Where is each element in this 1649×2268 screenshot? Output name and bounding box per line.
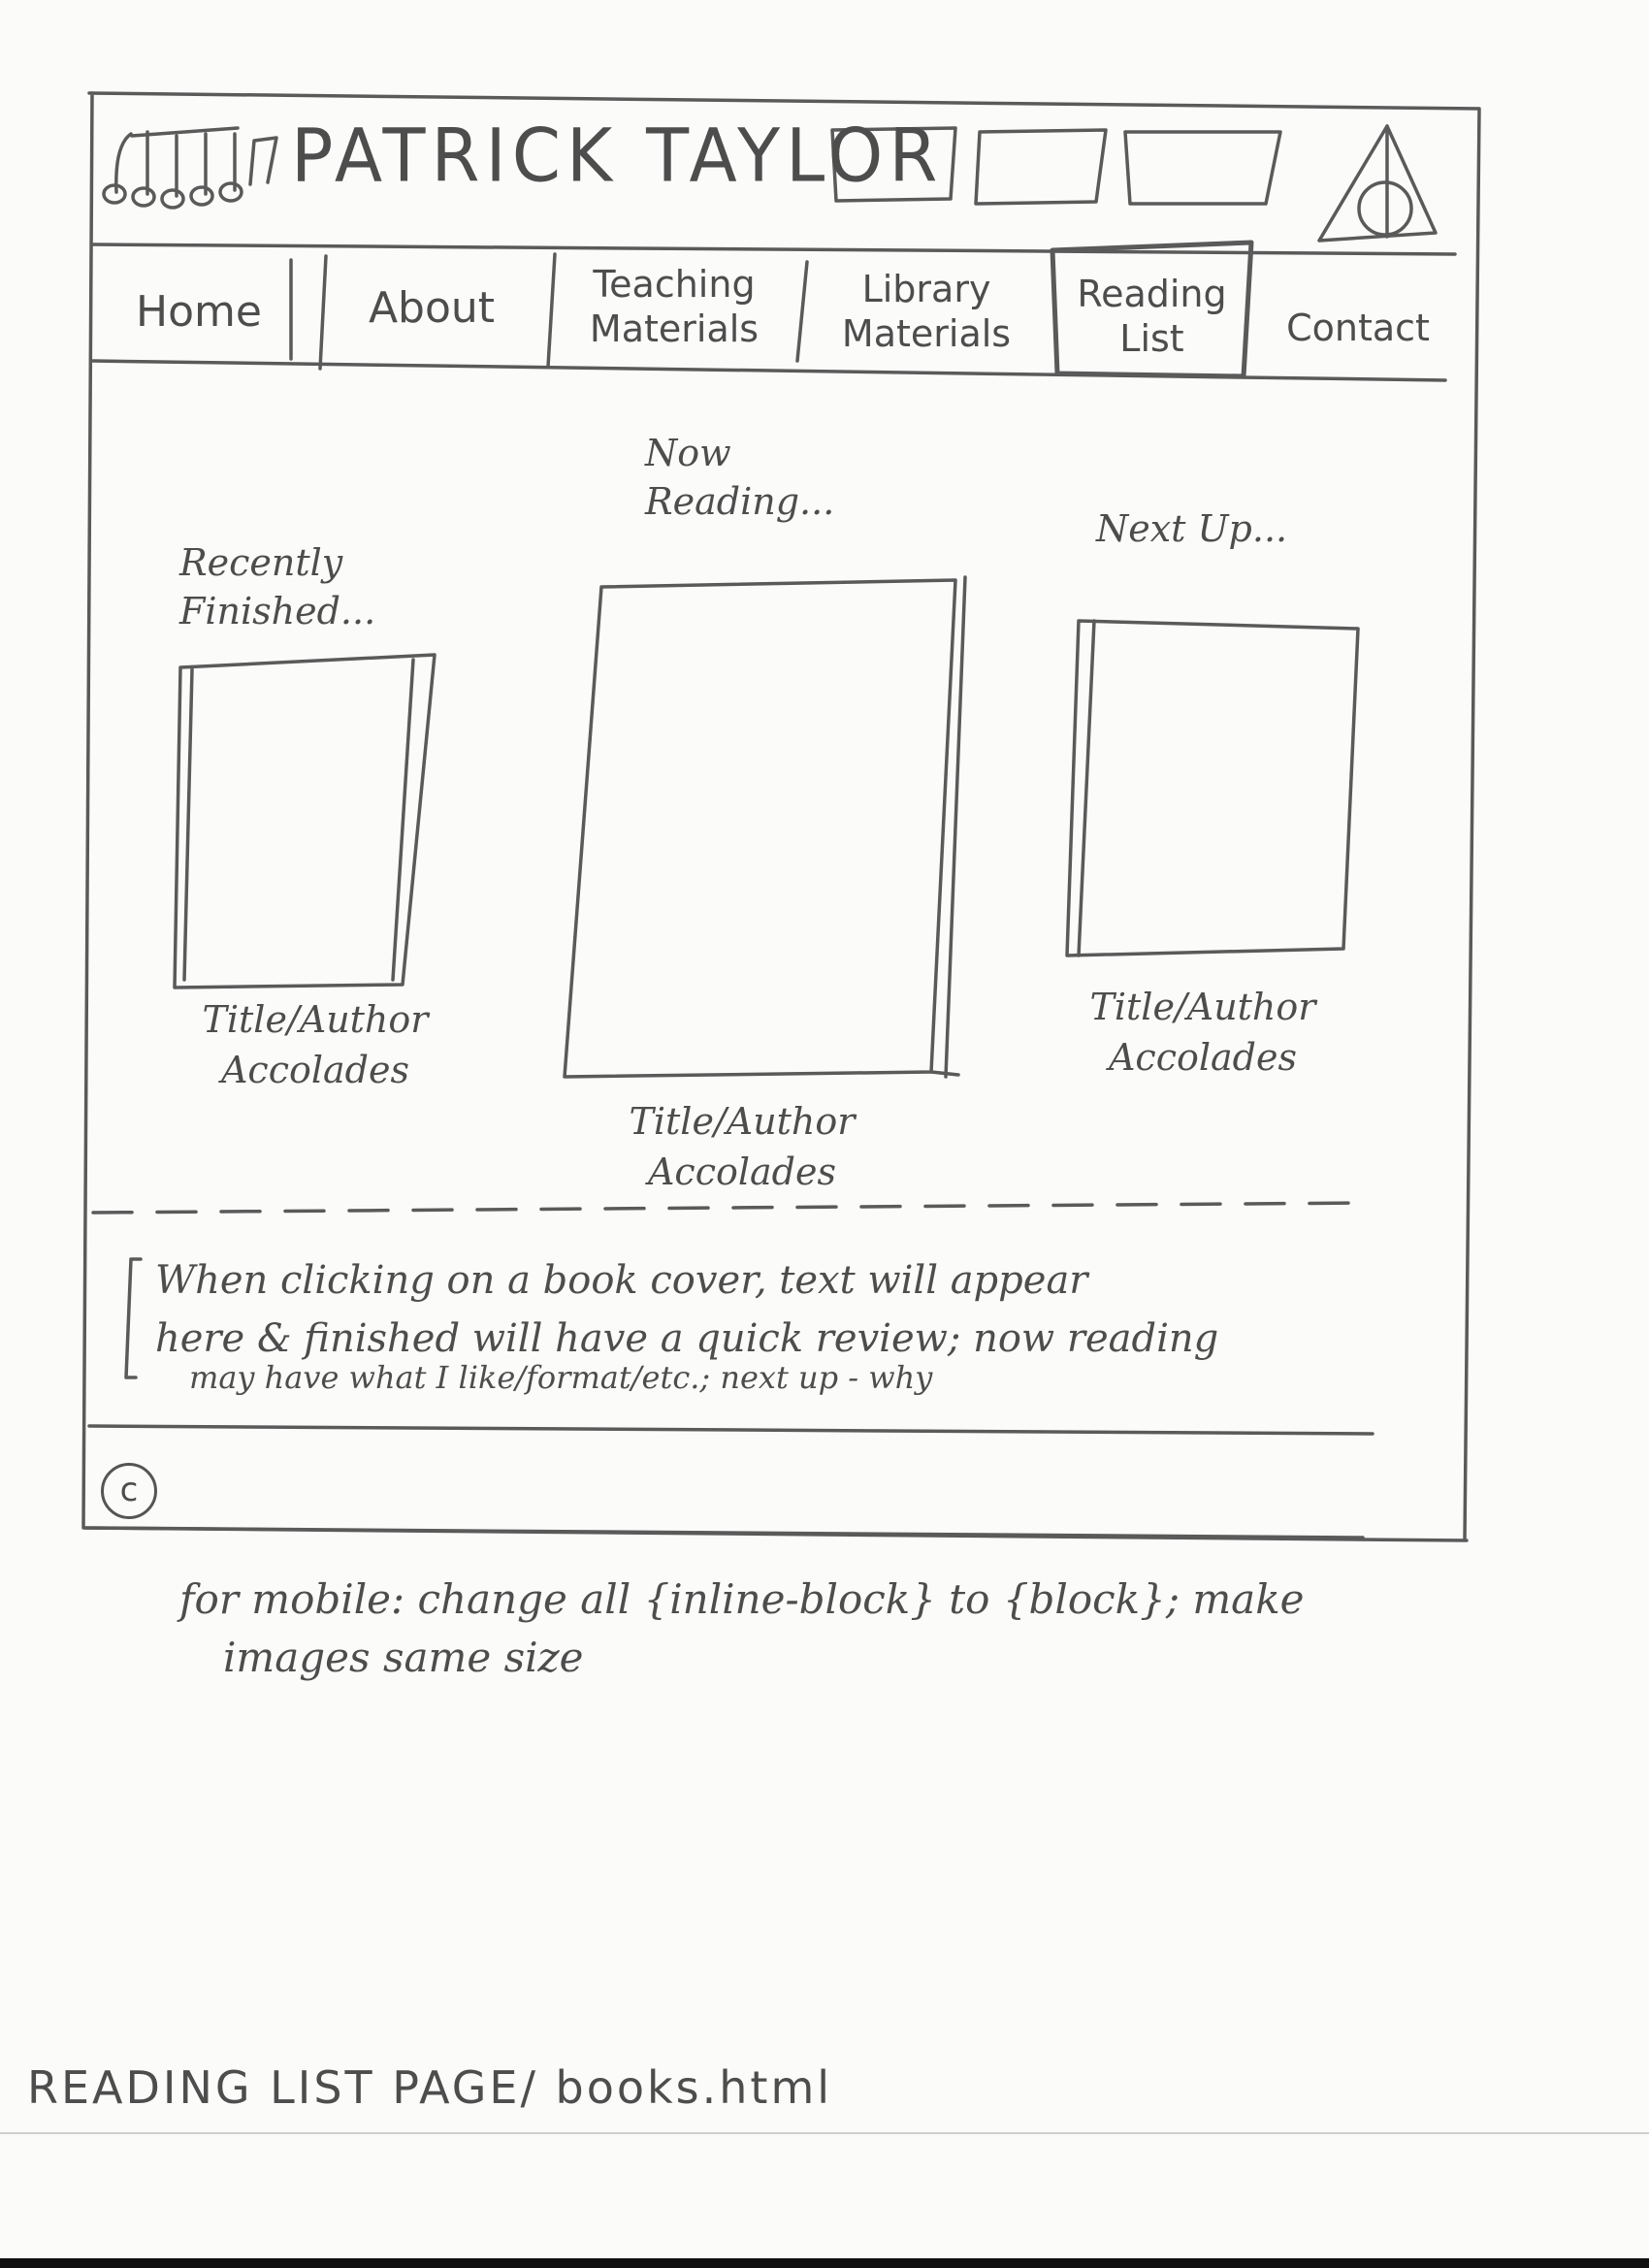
next-up-label: Next Up... (1096, 507, 1288, 550)
header-box-2[interactable] (980, 132, 1098, 202)
recently-finished-caption: Title/Author Accolades (202, 998, 429, 1091)
now-reading-caption: Title/Author Accolades (629, 1100, 856, 1193)
review-text-line-1: When clicking on a book cover, text will… (155, 1258, 1088, 1303)
mobile-note-line-1: for mobile: change all {inline-block} to… (179, 1575, 1305, 1623)
nav-contact[interactable]: Contact (1286, 307, 1430, 349)
site-title[interactable]: PATRICK TAYLOR (291, 112, 944, 199)
next-up-caption: Title/Author Accolades (1089, 986, 1316, 1079)
nav-reading-list[interactable]: Reading List (1077, 273, 1227, 360)
nav-library-materials[interactable]: Library Materials (841, 268, 1012, 355)
paper-edge (0, 2132, 1649, 2134)
nav-about[interactable]: About (368, 283, 496, 333)
recently-finished-label: Recently Finished... (179, 541, 376, 632)
recently-finished-book-cover[interactable] (180, 660, 423, 985)
now-reading-label: Now Reading... (645, 432, 835, 523)
mobile-note-line-2: images same size (223, 1634, 584, 1681)
paper-bottom-border (0, 2258, 1649, 2268)
review-text-line-2: here & finished will have a quick review… (155, 1316, 1219, 1361)
copyright-symbol: c (101, 1463, 157, 1519)
review-text-line-3: may have what I like/format/etc.; next u… (189, 1359, 933, 1396)
nav-home[interactable]: Home (136, 287, 262, 337)
next-up-book-cover[interactable] (1072, 623, 1358, 953)
nav-teaching-materials[interactable]: Teaching Materials (589, 263, 760, 350)
deathly-hallows-icon (1319, 126, 1436, 243)
header-box-1[interactable] (834, 130, 953, 200)
now-reading-book-cover[interactable] (572, 582, 955, 1075)
music-notes-icon (107, 126, 281, 204)
page-label: READING LIST PAGE/ books.html (27, 2061, 833, 2114)
header-box-3[interactable] (1130, 132, 1271, 202)
